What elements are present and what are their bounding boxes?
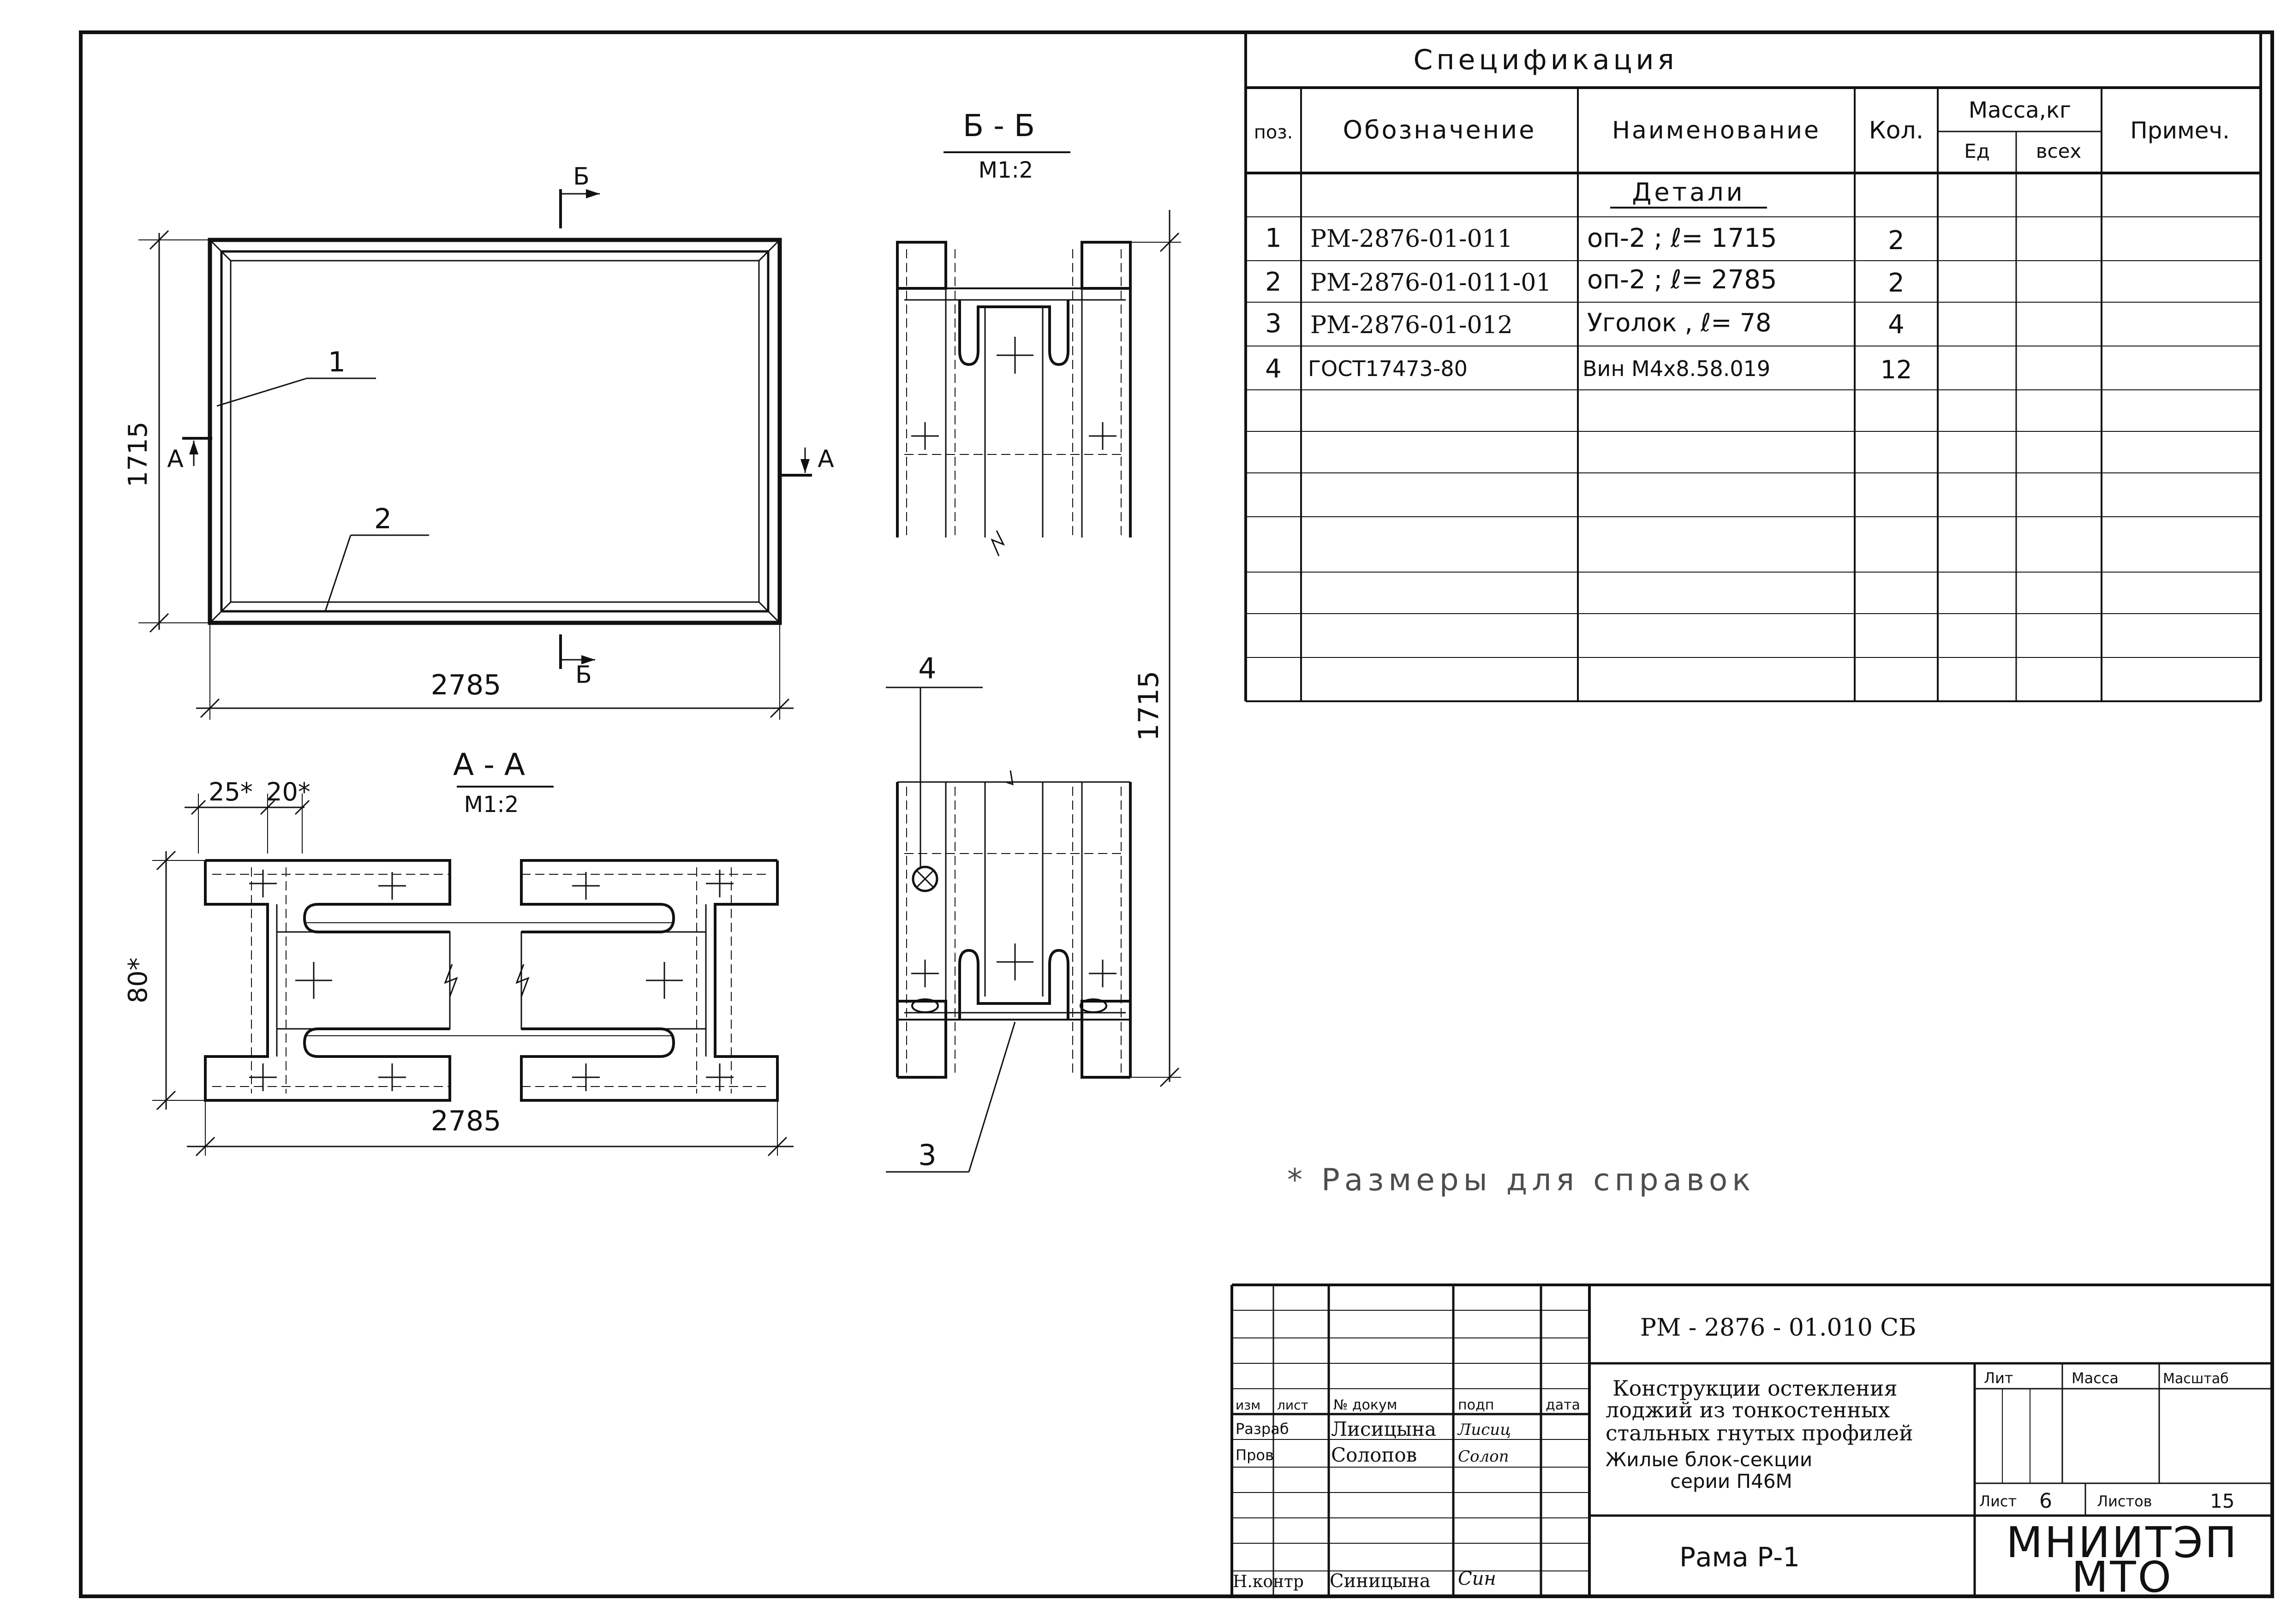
dim-25: 25* — [209, 777, 253, 806]
title-mass-label: Масса — [2072, 1369, 2119, 1387]
spec-row-2-name: оп-2 ; ℓ= 2785 — [1587, 265, 1777, 295]
position-label-2: 2 — [374, 503, 392, 535]
position-label-3: 3 — [918, 1138, 936, 1172]
section-bb-height-dim: 1715 — [1133, 671, 1165, 741]
specification-table — [1244, 32, 2262, 702]
spec-row-4-qty: 12 — [1881, 355, 1912, 384]
title-org-line-1: МНИИТЭП — [2006, 1518, 2239, 1567]
title-sheet-label: Лист — [1979, 1493, 2017, 1510]
spec-row-1-qty: 2 — [1888, 226, 1905, 256]
title-col-list: лист — [1277, 1397, 1308, 1413]
title-scale-label: Масштаб — [2163, 1371, 2229, 1387]
title-role-checker: Пров — [1236, 1446, 1274, 1464]
spec-row-3-designation: РМ-2876-01-012 — [1310, 311, 1513, 339]
section-aa-width-dim: 2785 — [431, 1105, 502, 1137]
spec-row-1-name: оп-2 ; ℓ= 1715 — [1587, 223, 1777, 253]
title-org-line-2: МТО — [2072, 1552, 2173, 1602]
section-bb-scale: М1:2 — [979, 157, 1033, 183]
title-signature-developer: Лисиц — [1457, 1421, 1511, 1439]
elevation-height-dim: 1715 — [123, 422, 153, 488]
spec-header-mass: Масса,кг — [1969, 97, 2072, 123]
title-col-sign: подп — [1458, 1397, 1494, 1413]
title-signature-checker: Солоп — [1458, 1447, 1509, 1466]
spec-row-2-pos: 2 — [1265, 267, 1282, 297]
title-role-norm-control: Н.контр — [1233, 1572, 1304, 1591]
title-col-date: дата — [1546, 1397, 1580, 1413]
spec-row-1-pos: 1 — [1265, 223, 1282, 253]
spec-row-2-qty: 2 — [1888, 268, 1905, 298]
section-bb-top-view — [896, 241, 1132, 556]
title-project-line-4: Жилые блок-секции — [1606, 1448, 1812, 1471]
spec-header-designation: Обозначение — [1343, 115, 1536, 144]
title-project-line-1: Конструкции остекления — [1612, 1376, 1898, 1401]
title-project-line-5: серии П46М — [1670, 1470, 1792, 1493]
title-project-line-3: стальных гнутых профилей — [1606, 1421, 1913, 1445]
title-signature-norm-control: Син — [1458, 1568, 1496, 1589]
section-mark-b-top: Б — [573, 163, 590, 191]
spec-header-note: Примеч. — [2130, 117, 2230, 144]
spec-row-3-pos: 3 — [1265, 309, 1282, 339]
spec-header-pos: поз. — [1254, 122, 1293, 143]
spec-row-4-name: Вин М4х8.58.019 — [1582, 356, 1770, 381]
spec-row-1-designation: РМ-2876-01-011 — [1310, 225, 1513, 253]
title-sheet-number: 6 — [2039, 1489, 2052, 1513]
reference-note: * Размеры для справок — [1287, 1162, 1755, 1198]
title-col-doc: № докум — [1333, 1397, 1397, 1413]
sheet-border — [79, 30, 2274, 1598]
section-bb-bottom-view — [886, 210, 1181, 1173]
title-drawing-name: Рама Р-1 — [1679, 1541, 1800, 1573]
spec-row-4-designation: ГОСТ17473-80 — [1308, 356, 1468, 381]
title-col-izm: изм — [1236, 1397, 1260, 1413]
section-bb-title: Б - Б — [963, 108, 1035, 143]
spec-title: Спецификация — [1413, 44, 1678, 76]
spec-row-3-qty: 4 — [1888, 310, 1905, 340]
section-aa-view — [152, 794, 794, 1157]
title-sheets-total: 15 — [2210, 1490, 2234, 1512]
dim-80: 80* — [123, 957, 153, 1003]
title-name-checker: Солопов — [1331, 1444, 1417, 1466]
section-mark-b-bottom: Б — [575, 661, 592, 689]
title-block — [1230, 1284, 2272, 1596]
position-label-1: 1 — [328, 346, 346, 378]
spec-row-3-name: Уголок , ℓ= 78 — [1587, 308, 1771, 337]
spec-header-mass-total: всех — [2036, 140, 2082, 162]
elevation-view — [138, 189, 812, 720]
title-role-developer: Разраб — [1236, 1420, 1289, 1438]
position-label-4: 4 — [918, 651, 936, 685]
spec-header-qty: Кол. — [1869, 117, 1924, 144]
dim-20: 20* — [266, 777, 311, 806]
title-doc-code: РМ - 2876 - 01.010 СБ — [1640, 1314, 1916, 1342]
title-project-line-2: лоджий из тонкостенных — [1606, 1397, 1890, 1422]
spec-row-4-pos: 4 — [1265, 354, 1282, 384]
title-lit-label: Лит — [1984, 1369, 2013, 1387]
spec-row-2-designation: РМ-2876-01-011-01 — [1310, 269, 1551, 297]
spec-section-details: Детали — [1632, 178, 1745, 207]
section-aa-title: А - А — [453, 747, 525, 782]
title-sheets-label: Листов — [2097, 1493, 2152, 1510]
section-mark-a-left: А — [167, 445, 184, 473]
title-name-norm-control: Синицына — [1330, 1570, 1431, 1592]
spec-header-mass-unit: Ед — [1964, 140, 1990, 162]
section-aa-scale: М1:2 — [464, 792, 519, 818]
elevation-width-dim: 2785 — [431, 669, 502, 701]
title-name-developer: Лисицына — [1331, 1418, 1436, 1440]
section-mark-a-right: А — [818, 445, 834, 473]
spec-header-name: Наименование — [1612, 117, 1821, 144]
